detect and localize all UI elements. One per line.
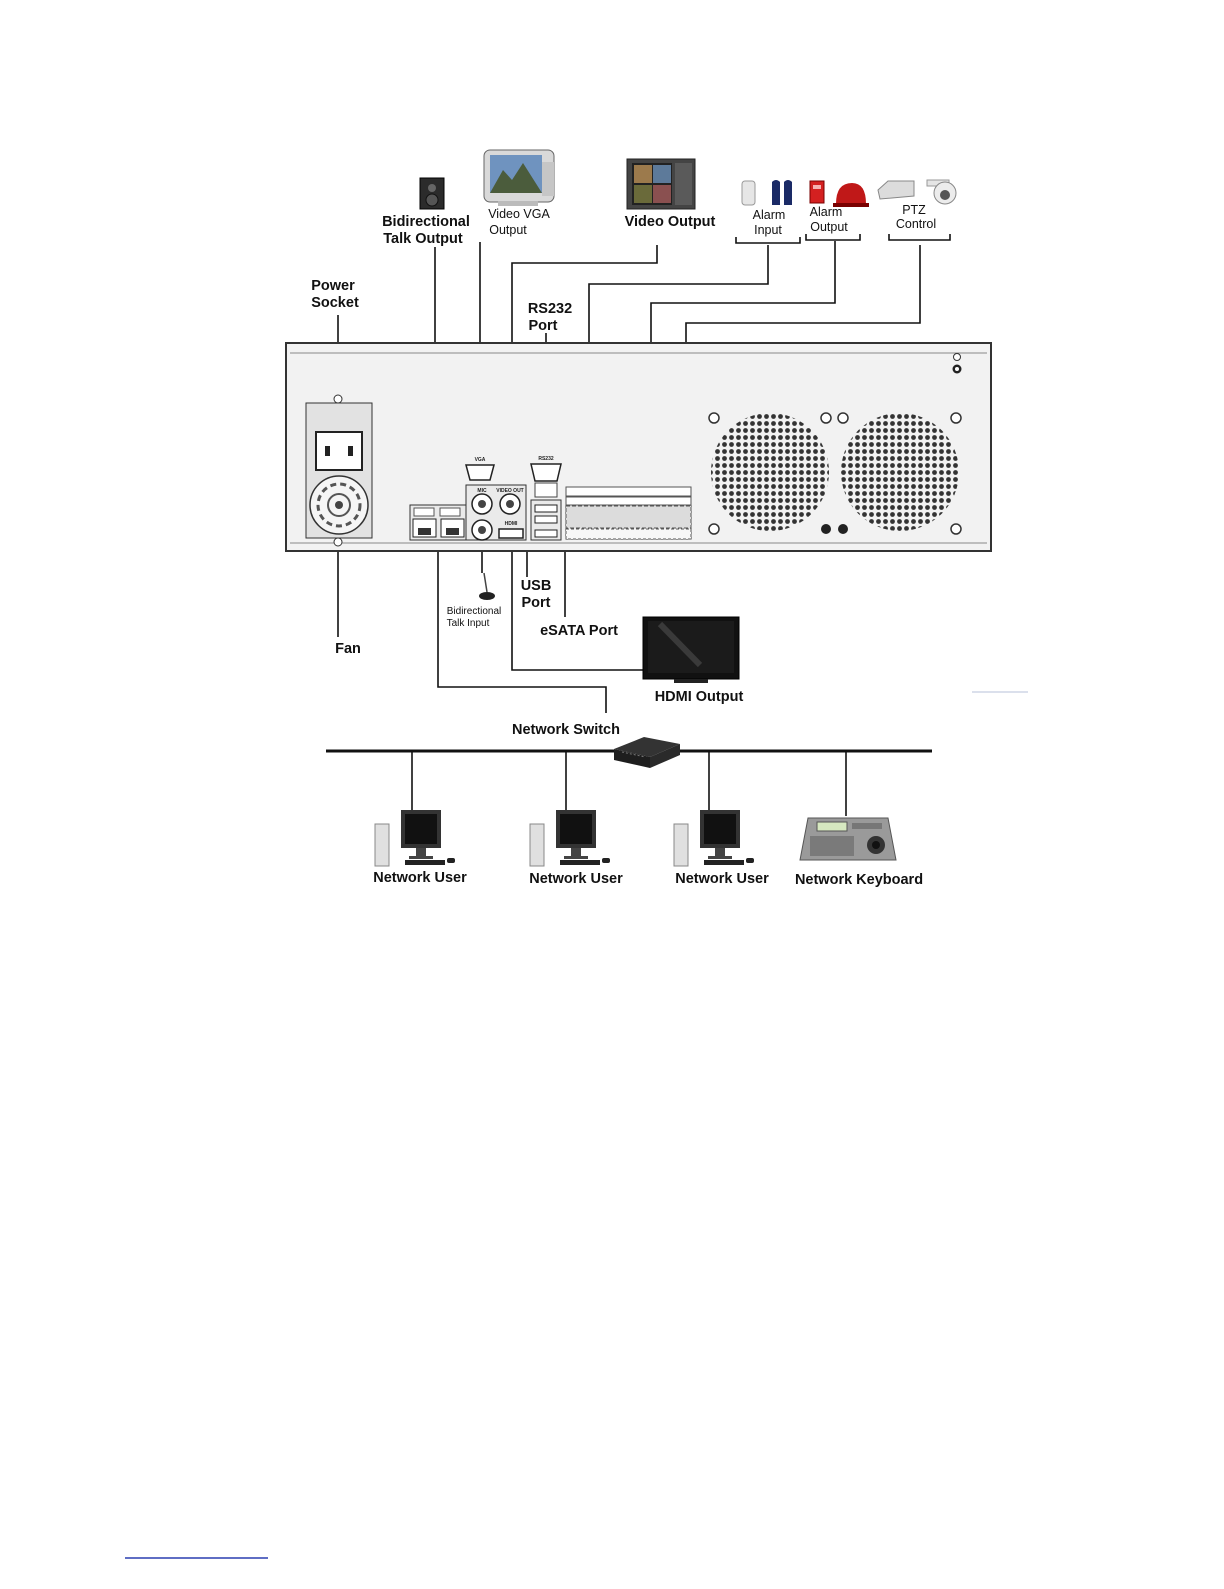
video-monitor-icon xyxy=(627,159,695,209)
siren-icon xyxy=(810,181,869,207)
network-switch-icon xyxy=(614,737,680,768)
dvr-rear-panel: VGA RS232 MIC VIDEO OUT HDMI xyxy=(286,343,991,551)
usb-esata-ports[interactable] xyxy=(531,500,561,540)
label-alarm-input-2: Input xyxy=(754,223,782,237)
label-network-user-2: Network User xyxy=(529,871,623,887)
mic-label: MIC xyxy=(477,488,487,494)
hdmi-label: HDMI xyxy=(505,521,518,527)
network-ports xyxy=(410,505,468,540)
label-esata: eSATA Port xyxy=(540,623,618,639)
lcd-tv-icon xyxy=(643,617,739,683)
label-rs232-2: Port xyxy=(529,318,558,334)
rs232-port-label: RS232 xyxy=(538,456,554,462)
alarm-ptz-terminal-block xyxy=(566,487,691,539)
label-alarm-output-1: Alarm xyxy=(810,205,843,219)
ptz-camera-icon xyxy=(878,180,956,204)
bracket-ptz xyxy=(889,234,950,240)
motion-sensor-icon xyxy=(742,180,792,205)
label-alarm-output-2: Output xyxy=(810,220,848,234)
crt-monitor-icon xyxy=(484,150,554,206)
label-usb-1: USB xyxy=(521,578,552,594)
label-network-user-1: Network User xyxy=(373,870,467,886)
label-vga-output-2: Output xyxy=(489,223,527,237)
label-talk-output-2: Talk Output xyxy=(383,231,463,247)
label-talk-input-1: Bidirectional xyxy=(447,606,501,617)
label-video-output: Video Output xyxy=(625,214,716,230)
label-ptz-2: Control xyxy=(896,217,936,231)
label-rs232-1: RS232 xyxy=(528,301,572,317)
label-fan: Fan xyxy=(335,641,361,657)
label-talk-input-2: Talk Input xyxy=(447,618,490,629)
label-hdmi-output: HDMI Output xyxy=(655,689,744,705)
label-ptz-1: PTZ xyxy=(902,203,926,217)
label-network-switch: Network Switch xyxy=(512,722,620,738)
bracket-alarm-input xyxy=(736,237,800,243)
keyboard-controller-icon xyxy=(800,818,896,860)
bracket-alarm-output xyxy=(806,234,860,240)
speaker-icon xyxy=(420,178,444,209)
label-network-user-3: Network User xyxy=(675,871,769,887)
label-alarm-input-1: Alarm xyxy=(753,208,786,222)
label-talk-output-1: Bidirectional xyxy=(382,214,470,230)
label-power-socket-2: Socket xyxy=(311,295,359,311)
label-vga-output-1: Video VGA xyxy=(488,207,550,221)
desktop-computer-icon xyxy=(530,810,610,866)
microphone-icon xyxy=(479,573,495,600)
label-network-keyboard: Network Keyboard xyxy=(795,872,923,888)
desktop-computer-icon xyxy=(674,810,754,866)
desktop-computer-icon xyxy=(375,810,455,866)
label-power-socket-1: Power xyxy=(311,278,355,294)
label-usb-2: Port xyxy=(522,595,551,611)
vga-port-label: VGA xyxy=(475,457,486,463)
video-out-label: VIDEO OUT xyxy=(496,488,524,494)
